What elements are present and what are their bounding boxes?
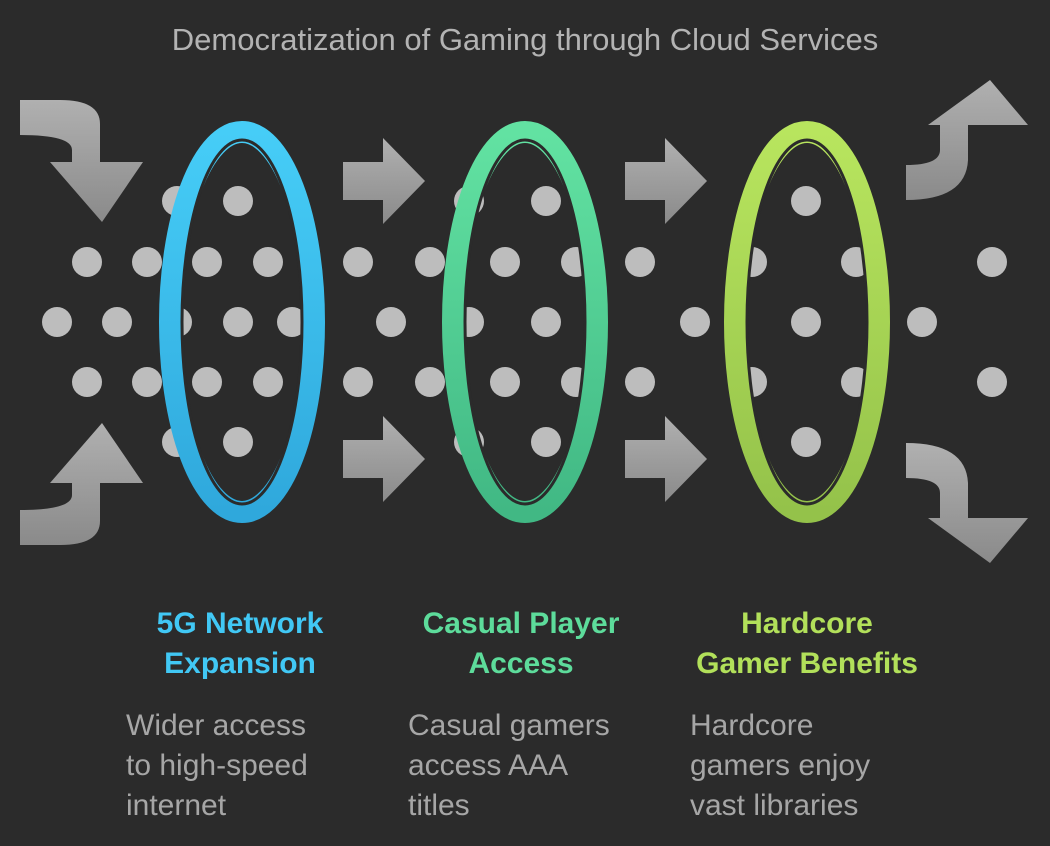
particle-dot [977, 247, 1007, 277]
particle-dot [376, 307, 406, 337]
stage-3-title-line1: Hardcore [741, 607, 873, 640]
particle-dot [490, 367, 520, 397]
particle-dot [625, 247, 655, 277]
curved-arrow-out-up-icon [906, 80, 1028, 200]
particle-dot [791, 186, 821, 216]
curved-arrow-in-top-icon [20, 100, 143, 222]
particle-dot [192, 367, 222, 397]
stage-3-desc-line3: vast libraries [690, 789, 859, 822]
stage-ring-1 [159, 121, 325, 523]
stage-3-title: Hardcore Gamer Benefits [677, 604, 937, 684]
stage-2-description: Casual gamers access AAA titles [408, 706, 648, 826]
particle-dot [680, 307, 710, 337]
stage-2-desc-line2: access AAA [408, 749, 569, 782]
particle-dot [192, 247, 222, 277]
particle-dot [490, 247, 520, 277]
stage-3-description: Hardcore gamers enjoy vast libraries [690, 706, 930, 826]
stage-1-desc-line1: Wider access [126, 709, 307, 742]
particle-dot [277, 307, 307, 337]
stage-1-title-line2: Expansion [164, 647, 316, 680]
particle-dot [72, 367, 102, 397]
curved-arrow-in-bottom-icon [20, 423, 143, 545]
page-title: Democratization of Gaming through Cloud … [171, 22, 879, 57]
particle-dot [791, 307, 821, 337]
particle-dots [42, 186, 1007, 457]
particle-dot [791, 427, 821, 457]
particle-dot [415, 247, 445, 277]
particle-dot [531, 186, 561, 216]
arrow-right-icon [625, 138, 707, 224]
arrow-right-icon [343, 416, 425, 502]
stage-1-desc-line2: to high-speed [126, 749, 308, 782]
particle-dot [907, 307, 937, 337]
particle-dot [132, 367, 162, 397]
stage-2-desc-line1: Casual gamers [408, 709, 610, 742]
particle-dot [253, 367, 283, 397]
arrow-right-icon [343, 138, 425, 224]
stage-1-description: Wider access to high-speed internet [126, 706, 366, 826]
particle-dot [531, 427, 561, 457]
particle-dot [132, 247, 162, 277]
particle-dot [415, 367, 445, 397]
particle-dot [102, 307, 132, 337]
stage-1-title: 5G Network Expansion [110, 604, 370, 684]
particle-dot [977, 367, 1007, 397]
particle-dot [343, 367, 373, 397]
stage-3-desc-line1: Hardcore [690, 709, 814, 742]
particle-dot [531, 307, 561, 337]
particle-dot [223, 307, 253, 337]
stage-1-desc-line3: internet [126, 789, 227, 822]
stage-ring-2 [442, 121, 608, 523]
stage-2-title-line1: Casual Player [422, 607, 620, 640]
stage-3-desc-line2: gamers enjoy [690, 749, 871, 782]
particle-dot [343, 247, 373, 277]
stage-ring-3 [724, 121, 890, 523]
arrow-right-icon [625, 416, 707, 502]
stage-1-title-line1: 5G Network [156, 607, 324, 640]
stage-3-title-line2: Gamer Benefits [696, 647, 918, 680]
stage-2-title: Casual Player Access [391, 604, 651, 684]
particle-dot [253, 247, 283, 277]
stage-2-desc-line3: titles [408, 789, 470, 822]
curved-arrow-out-down-icon [906, 443, 1028, 563]
particle-dot [72, 247, 102, 277]
particle-dot [42, 307, 72, 337]
particle-dot [223, 186, 253, 216]
stage-2-title-line2: Access [468, 647, 574, 680]
particle-dot [625, 367, 655, 397]
particle-dot [223, 427, 253, 457]
